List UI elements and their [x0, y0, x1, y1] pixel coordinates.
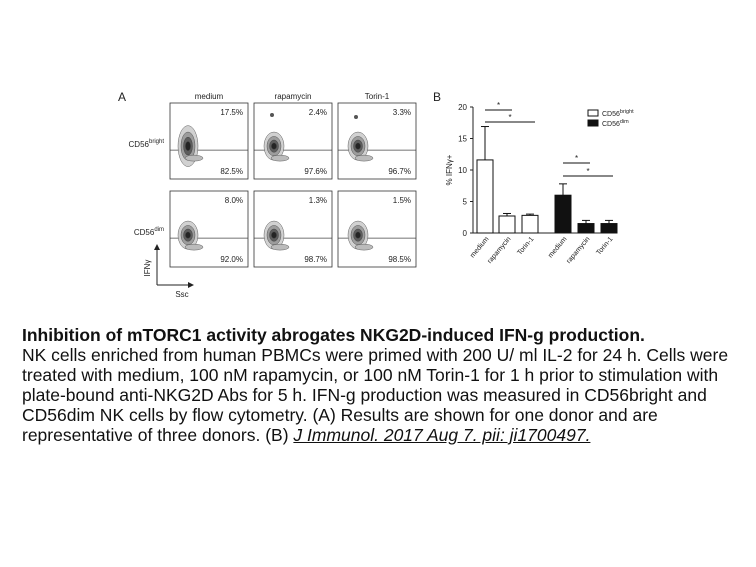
flow-plot-r0-c0: 17.5% 82.5%: [169, 102, 249, 180]
bar-CD56bright-2: [521, 214, 539, 234]
y-axis-label: IFNγ: [143, 260, 152, 277]
gate-lower-pct: 96.7%: [388, 167, 411, 176]
gate-upper-pct: 3.3%: [393, 108, 411, 117]
y-tick-label: 5: [463, 198, 468, 207]
x-tick-label: rapamycin: [486, 236, 512, 265]
significance-star: *: [508, 113, 511, 122]
significance-star: *: [586, 167, 589, 176]
caption-title: Inhibition of mTORC1 activity abrogates …: [22, 325, 645, 345]
y-axis-title: % IFNγ+: [445, 154, 454, 185]
flow-plot-r1-c0: 8.0% 92.0%: [169, 190, 249, 268]
y-tick-label: 0: [463, 229, 468, 238]
bar-CD56dim-3: [554, 194, 572, 234]
y-tick-label: 15: [458, 135, 467, 144]
figure-caption: Inhibition of mTORC1 activity abrogates …: [22, 325, 742, 445]
column-header-0: medium: [195, 92, 224, 101]
y-tick-label: 10: [458, 166, 467, 175]
x-tick-label: Torin-1: [516, 236, 535, 257]
column-header-2: Torin-1: [365, 92, 390, 101]
caption-body: NK cells enriched from human PBMCs were …: [22, 345, 742, 445]
gate-upper-pct: 8.0%: [225, 196, 243, 205]
bar-CD56bright-0: [476, 159, 494, 234]
legend-swatch-0: [587, 109, 599, 117]
bar-CD56dim-4: [577, 223, 595, 234]
flow-plot-r1-c2: 1.5% 98.5%: [337, 190, 417, 268]
significance-star: *: [497, 101, 500, 110]
axis-arrows: [154, 244, 194, 288]
gate-upper-pct: 1.5%: [393, 196, 411, 205]
panel-b-label: B: [433, 90, 441, 104]
y-tick-label: 20: [458, 103, 467, 112]
gate-upper-pct: 2.4%: [309, 108, 327, 117]
citation-link[interactable]: J Immunol. 2017 Aug 7. pii: ji1700497.: [293, 425, 591, 445]
x-tick-label: rapamycin: [565, 236, 591, 265]
x-tick-label: medium: [547, 236, 568, 260]
gate-upper-pct: 1.3%: [309, 196, 327, 205]
ssc-axis-label: Ssc: [175, 290, 188, 299]
row-label-0: CD56bright: [129, 139, 165, 149]
gate-lower-pct: 97.6%: [304, 167, 327, 176]
panel-a-label: A: [118, 90, 126, 104]
caption-text: NK cells enriched from human PBMCs were …: [22, 345, 729, 445]
column-header-1: rapamycin: [275, 92, 312, 101]
gate-upper-pct: 17.5%: [220, 108, 243, 117]
legend-swatch-1: [587, 119, 599, 127]
bar-CD56dim-5: [600, 223, 618, 234]
gate-lower-pct: 92.0%: [220, 255, 243, 264]
flow-plot-r0-c1: 2.4% 97.6%: [253, 102, 333, 180]
x-tick-label: Torin-1: [595, 236, 614, 257]
gate-lower-pct: 98.5%: [388, 255, 411, 264]
flow-plot-r1-c1: 1.3% 98.7%: [253, 190, 333, 268]
row-label-1: CD56dim: [134, 227, 164, 237]
significance-star: *: [575, 154, 578, 163]
bar-CD56bright-1: [498, 215, 516, 234]
gate-lower-pct: 82.5%: [220, 167, 243, 176]
legend-label-1: CD56dim: [602, 119, 629, 128]
gate-lower-pct: 98.7%: [304, 255, 327, 264]
x-tick-label: medium: [469, 236, 490, 260]
flow-plot-r0-c2: 3.3% 96.7%: [337, 102, 417, 180]
ifng-axis-label: IFNγ: [143, 260, 152, 277]
legend-label-0: CD56bright: [602, 109, 634, 118]
